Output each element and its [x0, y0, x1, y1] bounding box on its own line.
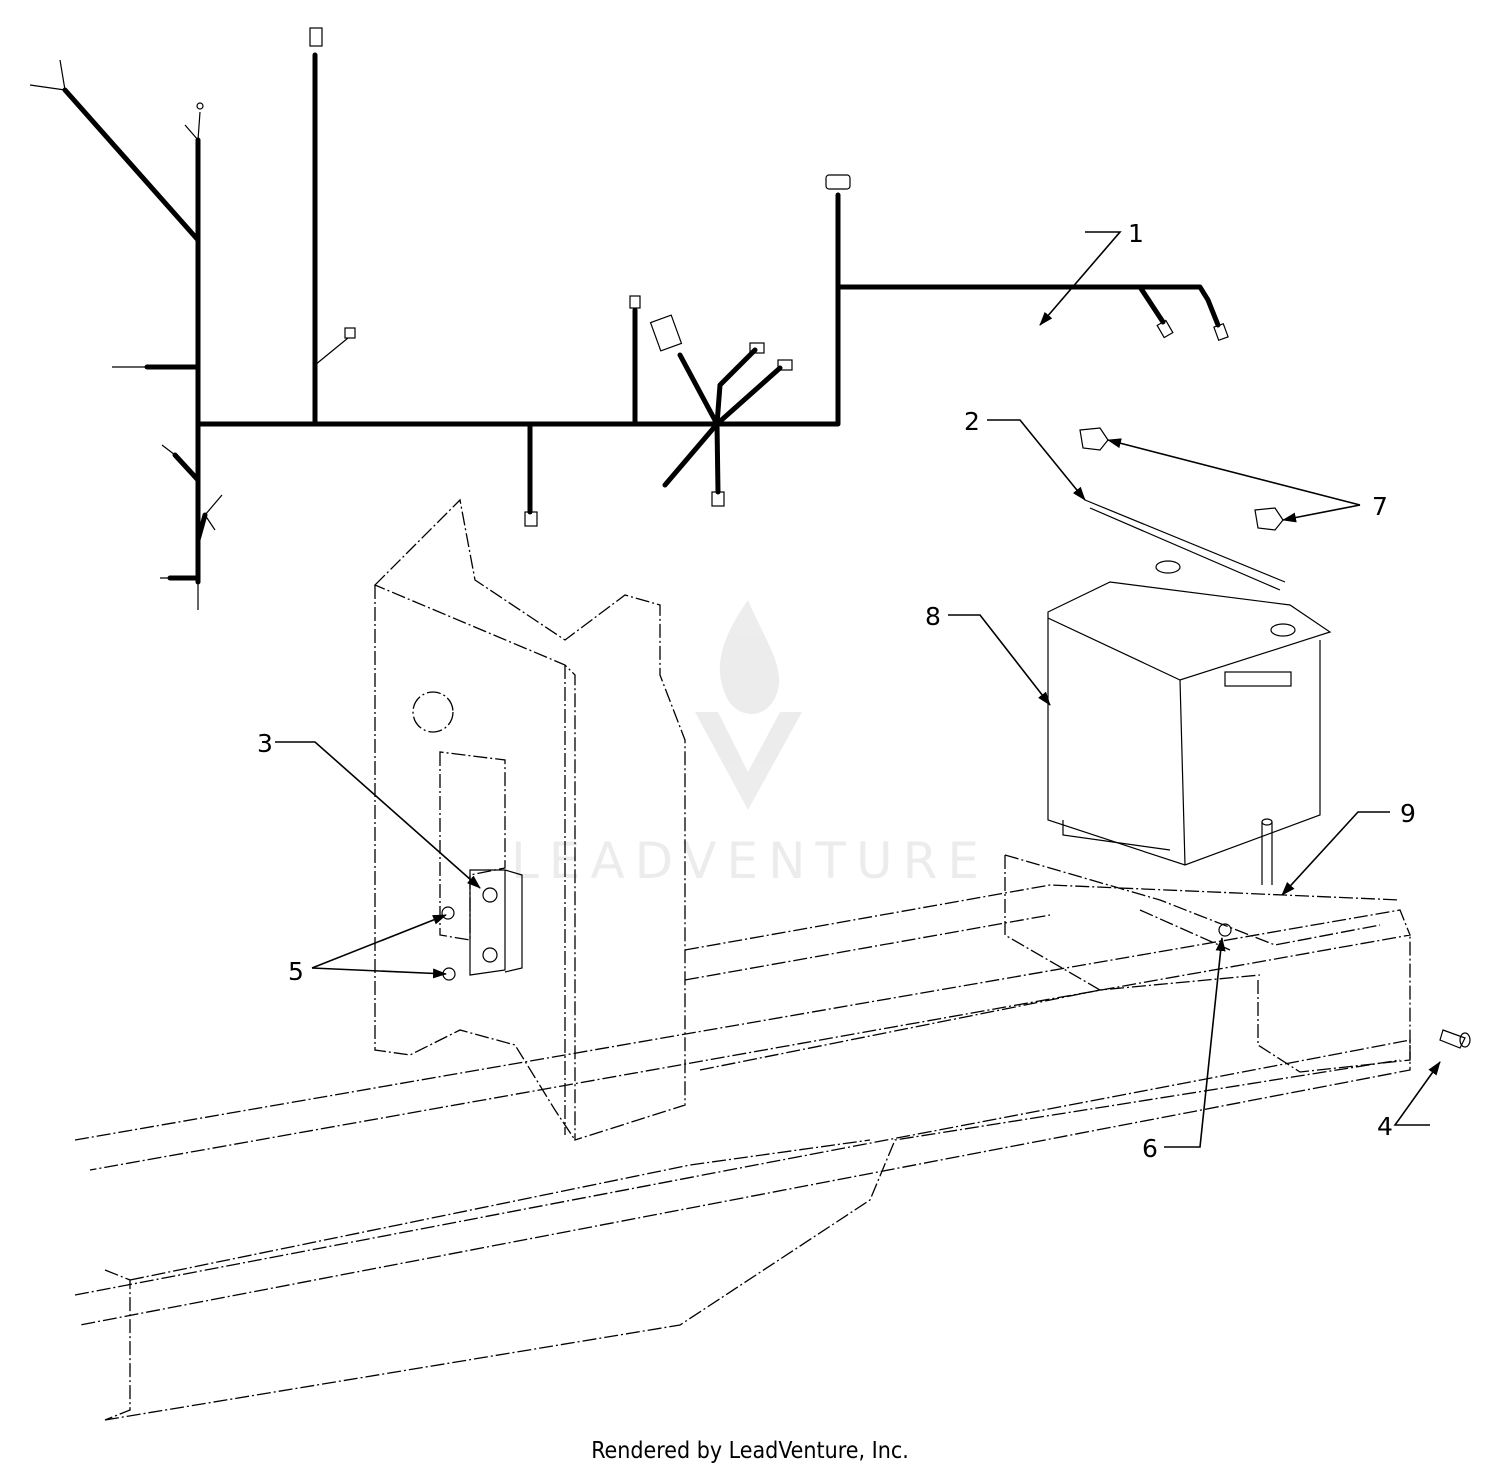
- callout-4: 4: [1377, 1112, 1393, 1141]
- callout-6: 6: [1142, 1134, 1158, 1163]
- callout-labels: 1 2 3 4 5 6 7 8 9: [257, 219, 1416, 1163]
- footer-credit: Rendered by LeadVenture, Inc.: [591, 1438, 909, 1464]
- nuts: [441, 906, 456, 981]
- hold-down-bar: [1084, 499, 1286, 591]
- callout-1: 1: [1128, 219, 1144, 248]
- leadventure-flame-logo: [695, 600, 802, 810]
- callout-5: 5: [288, 957, 304, 986]
- leader-lines: [275, 231, 1441, 1148]
- harness-connectors: [196, 27, 1229, 527]
- frame-rails: [74, 854, 1411, 1421]
- nut: [1218, 923, 1232, 937]
- watermark-text: LEADVENTURE: [511, 832, 989, 890]
- callout-8: 8: [925, 602, 941, 631]
- leadventure-watermark: LEADVENTURE: [511, 600, 989, 890]
- hold-down-rod: [1261, 818, 1273, 885]
- wiring-harness: [29, 27, 1229, 610]
- callout-9: 9: [1400, 799, 1416, 828]
- callout-3: 3: [257, 729, 273, 758]
- mount-tower: [373, 498, 686, 1141]
- battery: [1047, 560, 1332, 866]
- callout-2: 2: [964, 407, 980, 436]
- bolt: [1439, 1029, 1471, 1049]
- terminal-boots: [1079, 427, 1284, 531]
- callout-7: 7: [1372, 492, 1388, 521]
